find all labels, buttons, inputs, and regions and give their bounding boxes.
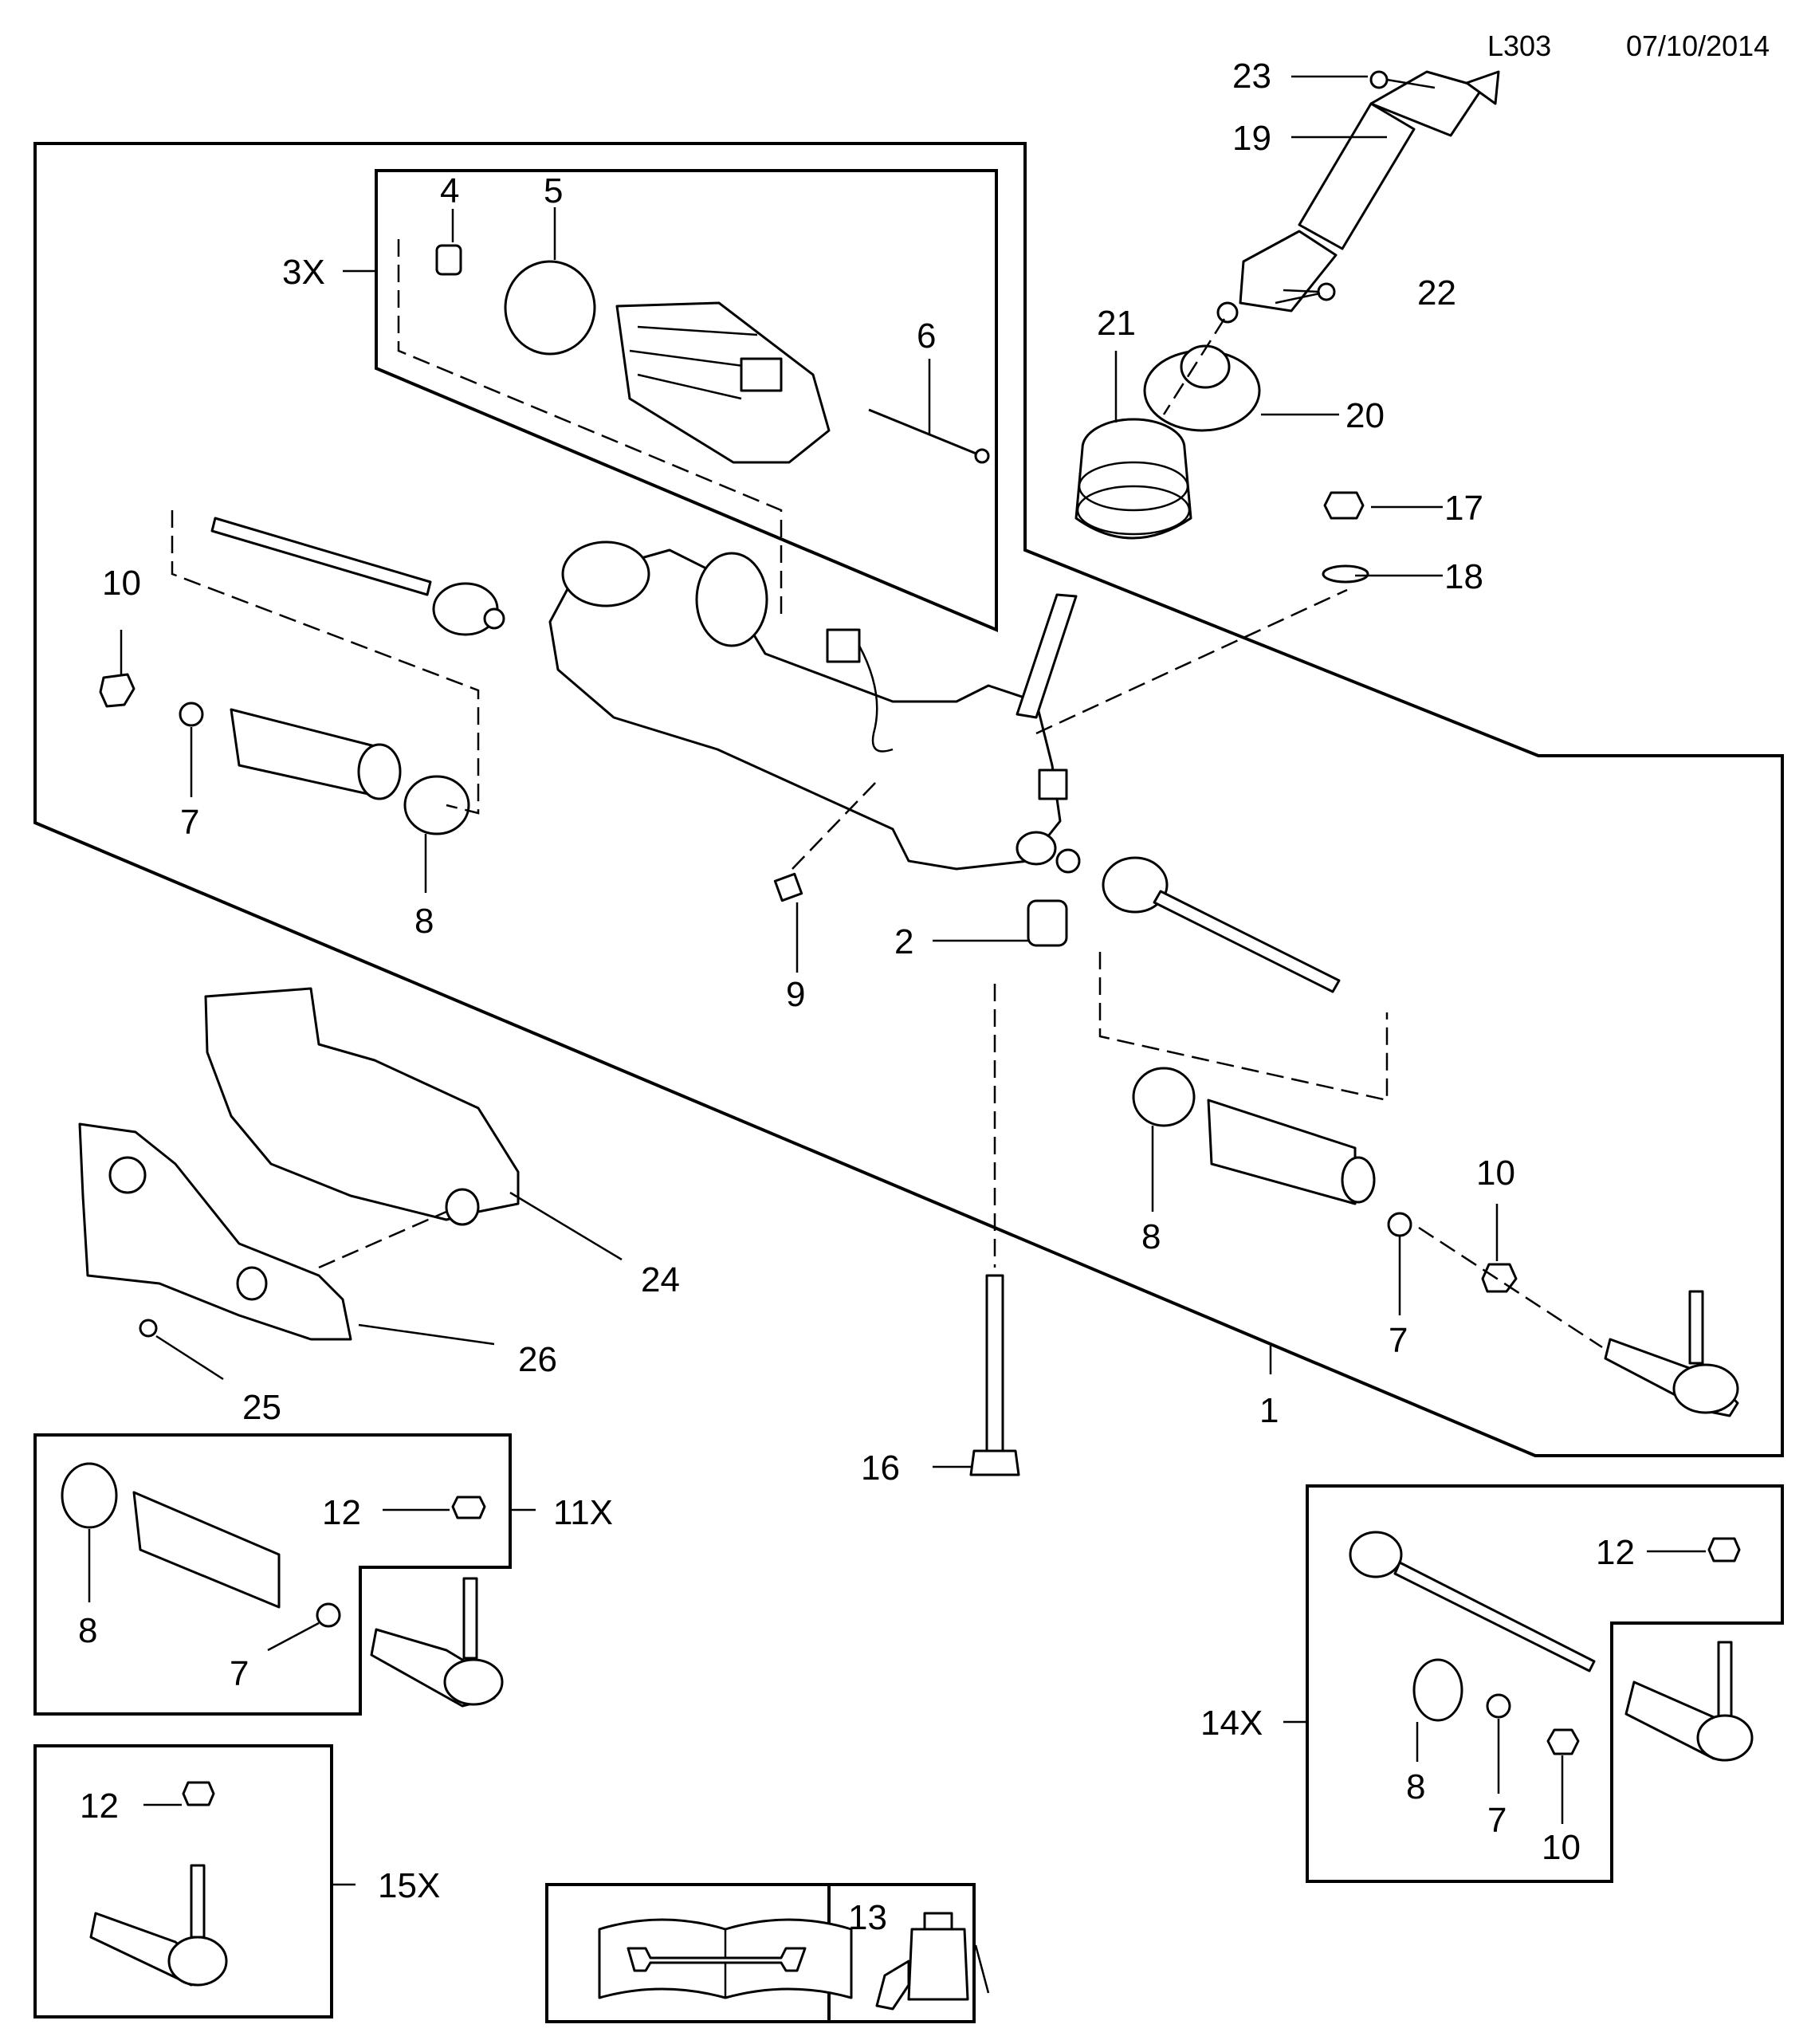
callout-24: 24 (641, 1260, 680, 1299)
nut-17 (1323, 491, 1365, 520)
clip-9 (773, 872, 803, 902)
alignment-line-rear (1035, 588, 1348, 735)
callout-7-right: 7 (1389, 1321, 1408, 1360)
kit-11x-parts (61, 1462, 504, 1708)
bearing-4 (435, 244, 462, 276)
callout-2: 2 (894, 922, 913, 961)
bellows-boot-left (230, 708, 402, 800)
leader-lines (88, 75, 1706, 1886)
inner-tie-rod-left (210, 517, 505, 636)
o-ring-5 (504, 260, 596, 356)
motor-bolt-6 (868, 408, 990, 464)
callout-8-right: 8 (1141, 1217, 1161, 1256)
pinch-bolt-22 (1275, 282, 1336, 305)
callout-10-right: 10 (1476, 1154, 1515, 1193)
main-assembly-frame (33, 142, 1784, 1457)
callout-18: 18 (1444, 557, 1483, 596)
callout-12-kit14: 12 (1596, 1533, 1635, 1572)
heat-shield-24 (204, 987, 520, 1226)
callout-23: 23 (1232, 57, 1271, 96)
mounting-bolt-16 (969, 1274, 1020, 1476)
callout-5: 5 (544, 171, 563, 210)
callout-3x: 3X (282, 253, 325, 292)
callout-4: 4 (440, 171, 459, 210)
dust-seal (1143, 344, 1261, 432)
kit-11x-frame (33, 1433, 512, 1716)
callout-8-left: 8 (414, 902, 434, 941)
callout-14x: 14X (1200, 1704, 1263, 1743)
alignment-line-right (1098, 952, 1389, 1102)
callout-12-kit15: 12 (80, 1787, 119, 1826)
kit-15x-frame (33, 1744, 333, 2018)
wiring-harness (826, 628, 894, 753)
boot-clamp-right (1132, 1067, 1196, 1127)
pinion-shaft (1015, 593, 1078, 719)
diagram-code: L303 (1487, 29, 1551, 62)
boot-clamp-left (403, 775, 470, 835)
alignment-line-tierod (1418, 1226, 1603, 1349)
kit-15x-parts (89, 1781, 228, 1987)
screw-25 (139, 1319, 158, 1338)
kit-14x-frame (1306, 1484, 1784, 1883)
electric-motor (615, 301, 831, 464)
callout-7-kit11: 7 (230, 1654, 249, 1693)
kit-14x-parts (1349, 1531, 1754, 1762)
alignment-line-3x (397, 239, 783, 622)
intermediate-shaft (1216, 70, 1500, 324)
bushing-2 (1027, 899, 1068, 947)
pinion-boot (1074, 418, 1192, 540)
callout-9: 9 (786, 975, 805, 1014)
callout-13: 13 (848, 1898, 887, 1937)
alignment-line-left (171, 510, 480, 815)
callout-11x: 11X (553, 1493, 613, 1532)
callout-26: 26 (518, 1340, 557, 1379)
callout-15x: 15X (378, 1866, 440, 1905)
lubricant-tube-icon (875, 1912, 990, 2011)
callout-22: 22 (1417, 273, 1456, 312)
nut-10-left (99, 673, 136, 708)
callout-16: 16 (861, 1448, 900, 1488)
callout-6: 6 (917, 316, 936, 356)
callout-21: 21 (1097, 304, 1136, 343)
callout-10-kit14: 10 (1542, 1828, 1581, 1867)
diagram-date: 07/10/2014 (1626, 29, 1770, 62)
inner-tie-rod-right (1055, 848, 1341, 993)
steering-rack-housing (548, 540, 1068, 871)
callout-10-left: 10 (102, 564, 141, 603)
callout-17: 17 (1444, 489, 1483, 528)
motor-kit-frame (375, 169, 998, 633)
alignment-line-shaft (1162, 318, 1226, 415)
clip-7-left (179, 702, 204, 727)
washer-18 (1322, 564, 1369, 584)
callout-19: 19 (1232, 119, 1271, 158)
callout-8-kit14: 8 (1406, 1767, 1425, 1806)
outer-tie-rod-end-right (1604, 1290, 1739, 1417)
clip-7-right (1387, 1212, 1412, 1237)
reference-box (545, 1883, 976, 2023)
callout-20: 20 (1345, 396, 1385, 435)
pinch-bolt-23 (1369, 70, 1436, 89)
callout-12-kit11: 12 (322, 1493, 361, 1532)
callout-7-left: 7 (180, 803, 199, 842)
manual-wrench-icon (598, 1918, 853, 1999)
bellows-boot-right (1207, 1099, 1376, 1205)
bracket-26 (78, 1122, 352, 1341)
alignment-line-shield (318, 1210, 447, 1269)
callout-7-kit14: 7 (1487, 1801, 1507, 1840)
alignment-line-clip (792, 780, 878, 870)
callout-8-kit11: 8 (78, 1611, 97, 1650)
callout-25: 25 (242, 1388, 281, 1427)
callout-1: 1 (1259, 1391, 1279, 1430)
